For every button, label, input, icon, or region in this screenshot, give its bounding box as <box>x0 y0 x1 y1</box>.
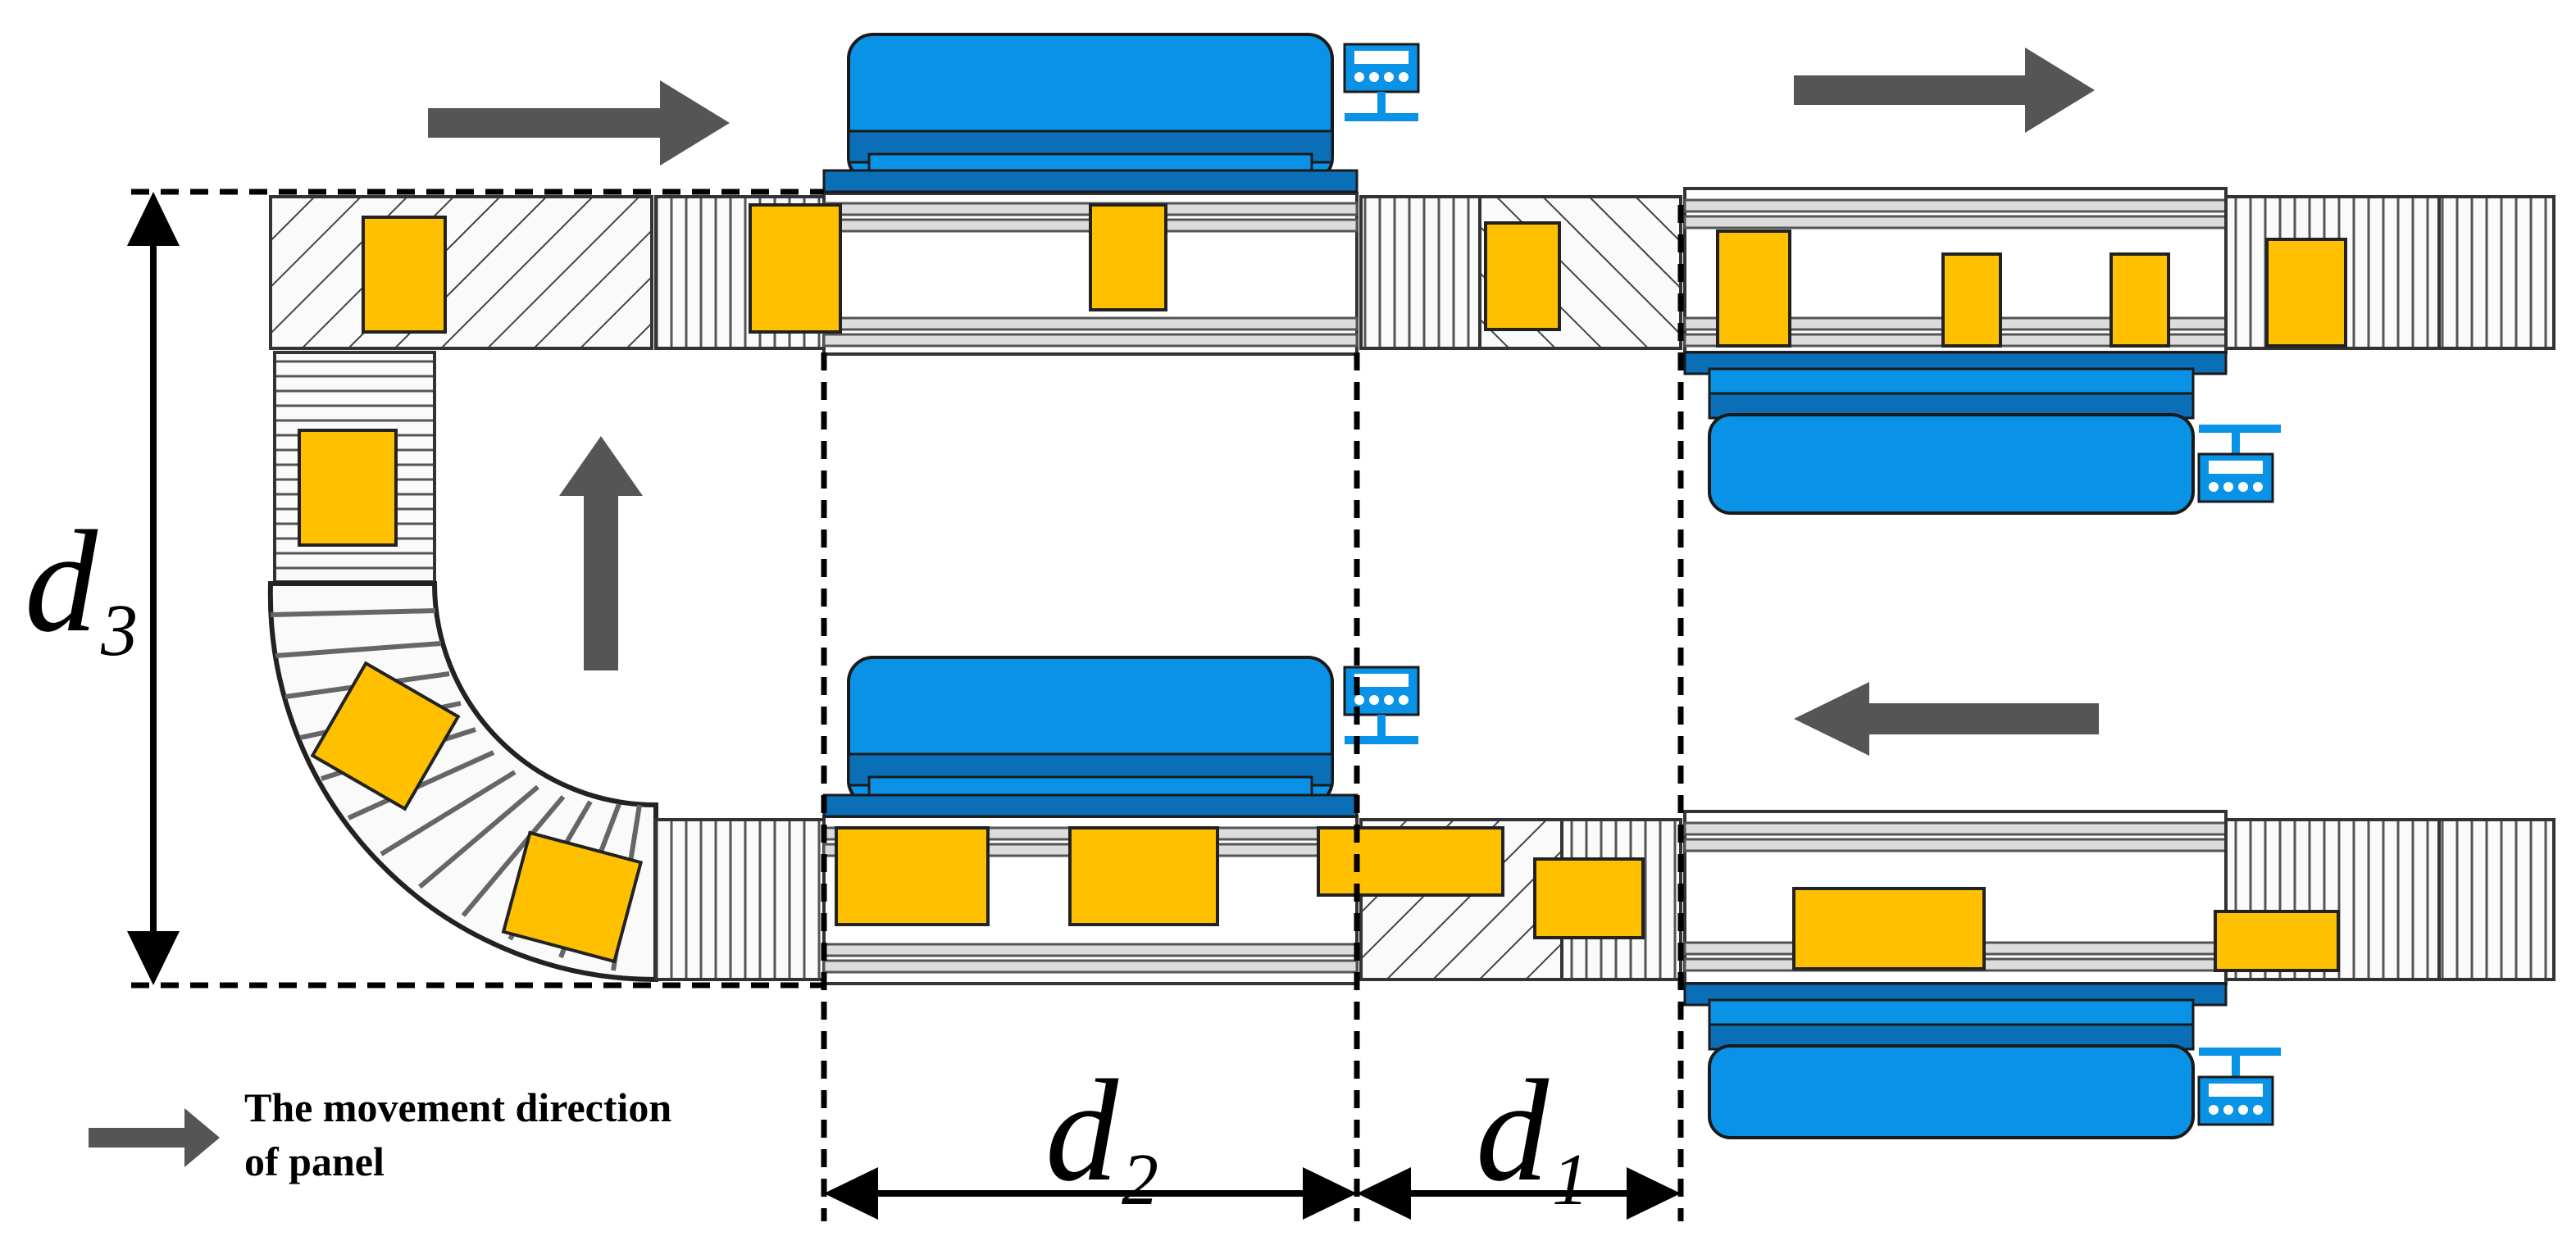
panel <box>1941 252 2002 348</box>
dimension-lines <box>131 189 1684 1221</box>
top-conveyor-line <box>269 187 2556 356</box>
arrowhead-icon <box>1357 1167 1411 1220</box>
arrowhead-icon <box>1303 1167 1357 1220</box>
arrow-left-icon <box>1794 682 2099 756</box>
control-panel-icon <box>2197 425 2281 503</box>
panel <box>310 661 461 811</box>
arrow-right-icon <box>1794 48 2095 133</box>
panel <box>298 429 398 547</box>
flow-arrows <box>428 48 2099 756</box>
panels <box>298 203 2347 972</box>
machine-top-left <box>822 33 1420 193</box>
panel <box>1716 230 1791 348</box>
arrowhead-icon <box>824 1167 878 1220</box>
panel <box>1317 826 1504 897</box>
legend-arrow-icon <box>89 1108 220 1167</box>
cross-transfer-conveyor-top-left <box>269 195 653 350</box>
panel <box>2214 910 2340 972</box>
machine-top-right <box>1683 351 2281 515</box>
panel <box>501 830 644 964</box>
control-panel-icon <box>1343 43 1420 121</box>
panel <box>749 203 842 334</box>
panel <box>1068 826 1219 926</box>
panel <box>2109 252 2170 348</box>
arrowhead-icon <box>127 192 180 246</box>
panel <box>1484 221 1561 331</box>
legend-line-1: The movement direction <box>244 1084 672 1130</box>
arrowhead-icon <box>1627 1167 1681 1220</box>
dimension-arrowheads <box>127 192 1681 1220</box>
arrow-right-icon <box>428 80 730 166</box>
d3-label: d3 <box>25 500 138 671</box>
d1-label: d1 <box>1476 1049 1589 1220</box>
control-panel-icon <box>2197 1048 2281 1126</box>
panel <box>835 826 990 926</box>
roller-conveyor-bottom-4 <box>2437 818 2556 981</box>
legend-line-2: of panel <box>244 1139 385 1184</box>
roller-conveyor-top-4 <box>2437 195 2556 350</box>
d2-label: d2 <box>1045 1049 1158 1220</box>
arrow-up-icon <box>559 436 643 670</box>
arrowhead-icon <box>127 931 180 985</box>
roller-conveyor-bottom-1 <box>654 818 826 981</box>
roller-conveyor-top-2 <box>1359 195 1481 350</box>
panel <box>2265 238 2347 348</box>
legend-text: The movement direction of panel <box>244 1080 982 1189</box>
panel <box>1533 857 1645 939</box>
panel <box>1792 887 1986 970</box>
machine-bottom-right <box>1683 982 2281 1139</box>
machine-bottom-left <box>822 656 1420 818</box>
panel <box>362 216 447 334</box>
panel <box>1089 203 1167 311</box>
